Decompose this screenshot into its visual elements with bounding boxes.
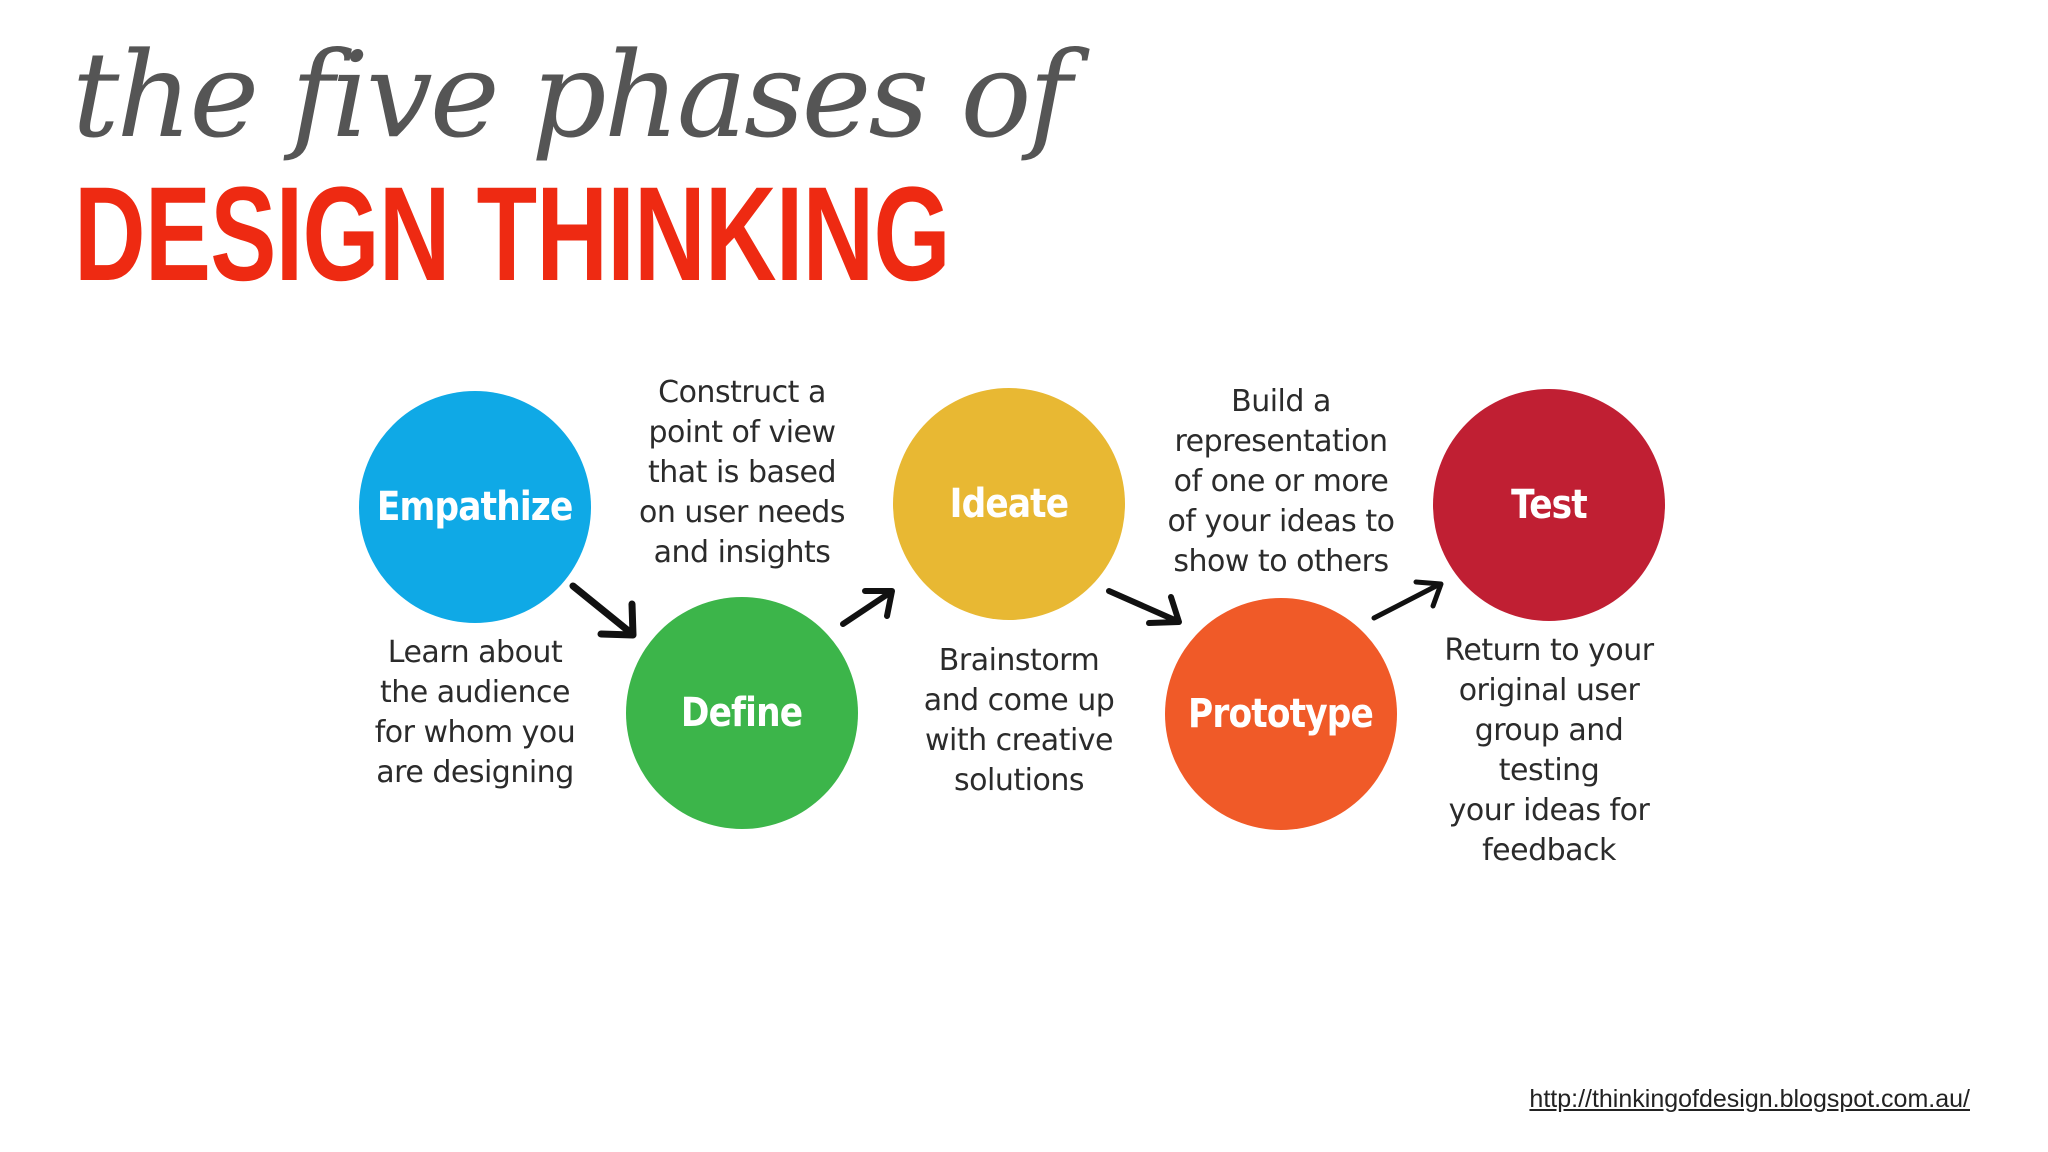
phase-description-ideate: Brainstorm and come up with creative sol…: [923, 643, 1115, 798]
phase-label-empathize: Empathize: [377, 484, 573, 530]
phase-circle-ideate: Ideate: [893, 388, 1125, 620]
phase-description-prototype: Build a representation of one or more of…: [1167, 384, 1395, 579]
phase-circle-prototype: Prototype: [1165, 598, 1397, 830]
arrow-right-icon: [1106, 588, 1182, 626]
source-link[interactable]: http://thinkingofdesign.blogspot.com.au/: [1529, 1085, 1970, 1113]
arrow-right-icon: [569, 582, 637, 639]
arrow-right-icon: [840, 588, 895, 627]
phase-label-test: Test: [1511, 482, 1588, 528]
phase-circle-define: Define: [626, 597, 858, 829]
title-line-1: the five phases of: [72, 26, 1072, 164]
phase-circle-empathize: Empathize: [359, 391, 591, 623]
phase-description-empathize: Learn about the audience for whom you ar…: [374, 635, 576, 790]
phase-label-define: Define: [681, 690, 803, 736]
phase-description-define: Construct a point of view that is based …: [639, 375, 845, 570]
arrow-right-icon: [1371, 579, 1444, 621]
phase-label-prototype: Prototype: [1188, 691, 1375, 737]
phase-description-test: Return to your original user group and t…: [1444, 633, 1654, 868]
phase-circle-test: Test: [1433, 389, 1665, 621]
phase-label-ideate: Ideate: [949, 481, 1069, 527]
title-line-2: DESIGN THINKING: [74, 160, 951, 309]
